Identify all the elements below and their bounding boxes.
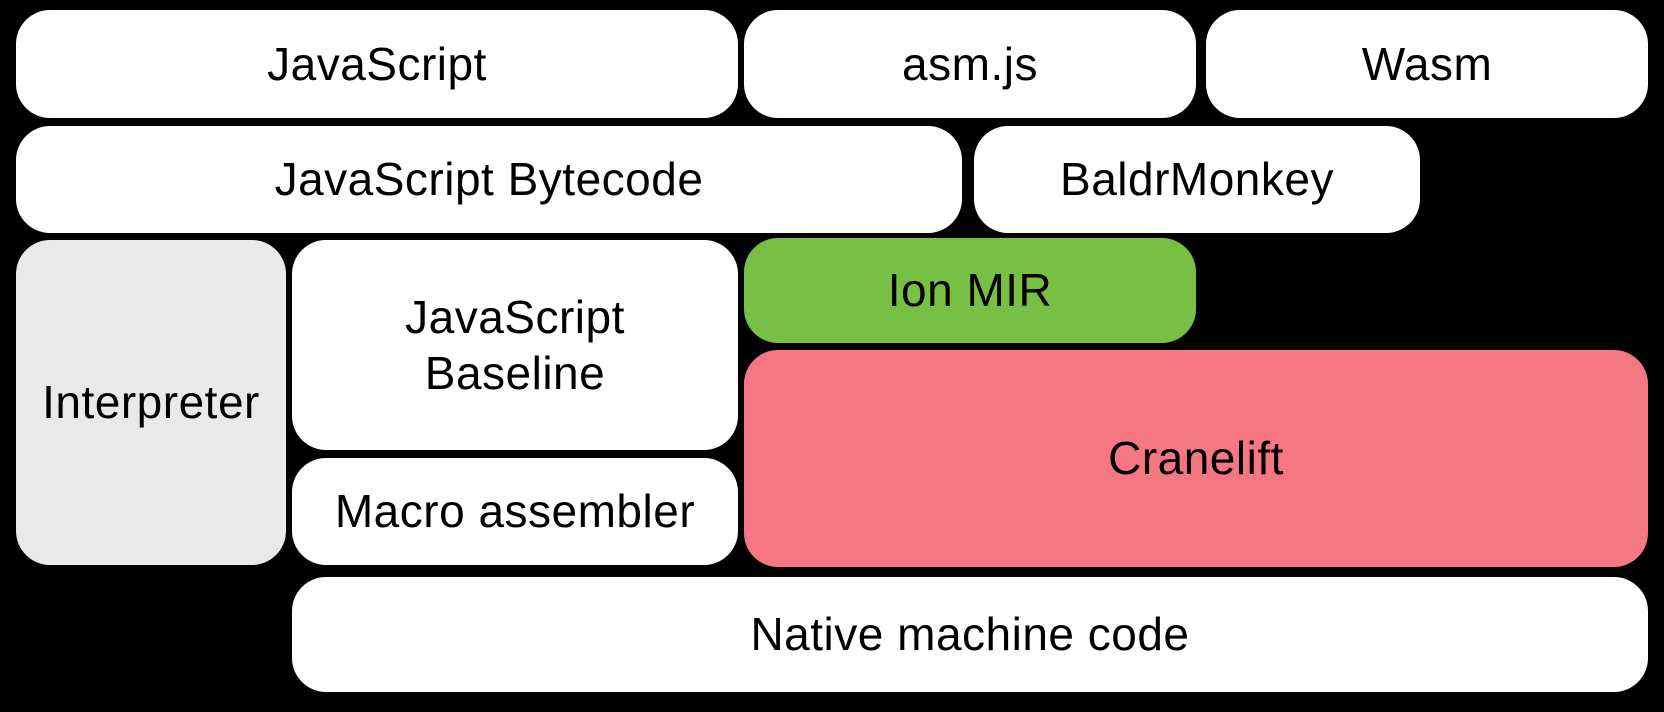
node-interpreter-label: Interpreter [42, 376, 260, 429]
node-macro-assembler-label: Macro assembler [334, 485, 696, 538]
node-javascript-bytecode: JavaScript Bytecode [16, 126, 962, 233]
node-wasm-label: Wasm [1361, 37, 1493, 90]
node-cranelift: Cranelift [744, 350, 1648, 567]
node-native-machine-code: Native machine code [292, 577, 1648, 692]
node-javascript-label: JavaScript [267, 37, 487, 90]
node-ion-mir: Ion MIR [744, 238, 1196, 343]
node-javascript-baseline-label: JavaScript Baseline [405, 290, 625, 399]
node-cranelift-label: Cranelift [1108, 432, 1284, 485]
node-baldrmonkey-label: BaldrMonkey [1060, 153, 1334, 206]
node-interpreter: Interpreter [16, 240, 286, 565]
node-native-machine-code-label: Native machine code [750, 608, 1190, 661]
node-javascript-bytecode-label: JavaScript Bytecode [274, 153, 704, 206]
node-macro-assembler: Macro assembler [292, 458, 738, 565]
node-asmjs: asm.js [744, 10, 1196, 118]
node-javascript: JavaScript [16, 10, 738, 118]
node-asmjs-label: asm.js [902, 37, 1038, 90]
node-ion-mir-label: Ion MIR [887, 264, 1053, 317]
node-wasm: Wasm [1206, 10, 1648, 118]
node-baldrmonkey: BaldrMonkey [974, 126, 1420, 233]
node-javascript-baseline: JavaScript Baseline [292, 240, 738, 450]
